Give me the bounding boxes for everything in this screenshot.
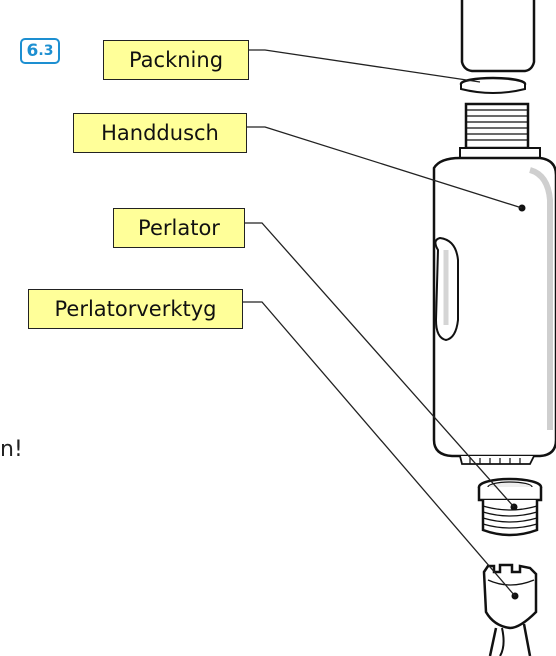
hose-part [460, 0, 536, 73]
leader-line-packning [249, 49, 481, 83]
aerator-tool-part [482, 563, 538, 656]
leader-line-perlator [245, 222, 515, 508]
callout-packning: Packning [103, 40, 249, 80]
step-number-badge: 6.3 [20, 38, 60, 64]
callout-handdusch: Handdusch [73, 113, 247, 153]
leader-line-tool [243, 301, 516, 597]
leader-line-handdusch [247, 126, 523, 209]
callout-perlator: Perlator [113, 208, 245, 248]
step-number: 6 [26, 41, 39, 61]
callout-perlatorverktyg: Perlatorverktyg [28, 289, 243, 329]
cropped-edge-text: n! [0, 437, 23, 462]
callout-perlatorverktyg-text: Perlatorverktyg [54, 297, 217, 321]
handshower-body [432, 156, 556, 465]
callout-packning-text: Packning [128, 48, 224, 72]
callout-handdusch-text: Handdusch [101, 121, 219, 145]
handshower-thread [459, 102, 541, 159]
callout-perlator-text: Perlator [138, 216, 220, 240]
leader-lines [243, 49, 523, 597]
step-sub-number: .3 [38, 43, 54, 59]
aerator-part [477, 477, 543, 537]
